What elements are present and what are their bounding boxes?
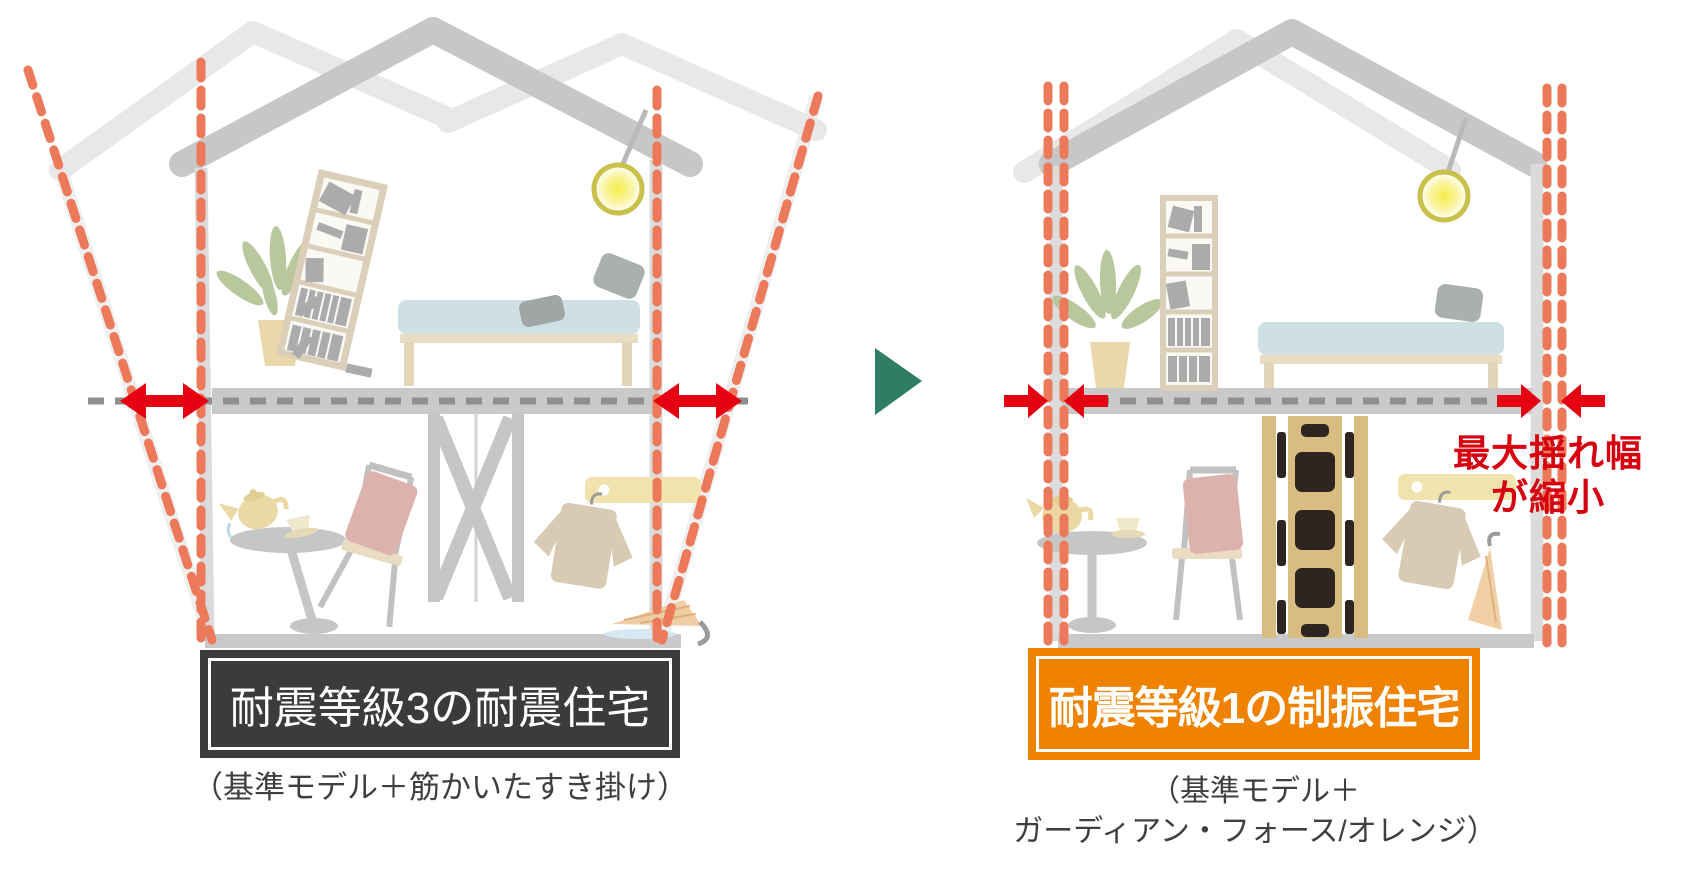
pillow <box>519 295 565 327</box>
left-table <box>230 527 346 634</box>
pillow <box>1434 283 1484 323</box>
right-house-caption-line2: ガーディアン・フォース/オレンジ） <box>1013 815 1497 848</box>
spill-drops <box>226 522 233 539</box>
right-teacup <box>1111 518 1145 538</box>
right-main-roof <box>1039 19 1547 177</box>
left-house-caption: （基準モデル＋筋かいたすき掛け） <box>192 770 688 805</box>
left-chair-tilting <box>317 461 418 628</box>
right-bed <box>1258 283 1504 388</box>
fallen-book <box>295 295 321 317</box>
max-sway-annotation-line2: が縮小 <box>1491 477 1605 518</box>
pillow <box>593 253 645 299</box>
left-ghost-roof-left <box>49 21 459 181</box>
right-house-caption-line1: （基準モデル＋ <box>1150 775 1360 808</box>
sway-width-arrow-left <box>120 383 209 419</box>
right-sway-dashes <box>1043 81 1567 653</box>
left-teacup-sliding <box>284 514 318 539</box>
fallen-book <box>345 363 373 378</box>
right-shirt-on-hanger <box>1382 490 1481 590</box>
left-ghost-roof-right <box>437 33 827 141</box>
right-bookshelf <box>1160 195 1218 391</box>
right-wall-shelf <box>1398 474 1516 500</box>
right-house-illustration <box>1004 19 1605 653</box>
left-pendant-lamp-swinging <box>591 109 649 216</box>
umbrella-handle <box>1487 531 1501 547</box>
converge-arrow-right-a <box>1497 384 1541 418</box>
umbrella-handle <box>697 620 710 647</box>
max-sway-annotation: 最大揺れ幅 が縮小 <box>1408 432 1688 520</box>
left-main-roof <box>169 17 703 177</box>
left-house-label: 耐震等級3の耐震住宅 <box>208 658 672 750</box>
left-teapot-tipping <box>218 489 289 539</box>
right-house-label: 耐震等級1の制振住宅 <box>1036 656 1472 752</box>
left-sway-dashes <box>23 57 823 653</box>
converge-arrow-left-b <box>1064 384 1108 418</box>
right-damper-device <box>1262 416 1368 638</box>
right-plant <box>1052 250 1163 388</box>
right-umbrella-leaning <box>1468 531 1502 630</box>
converge-arrow-right-b <box>1561 384 1605 418</box>
left-sway-arrows <box>120 383 742 419</box>
transition-arrow-icon <box>875 348 922 415</box>
fallen-book <box>291 333 313 359</box>
left-shirt-on-hanger-swinging <box>533 492 633 589</box>
left-cross-brace <box>428 414 524 602</box>
left-ground-band <box>205 634 681 648</box>
left-house-label-box: 耐震等級3の耐震住宅 <box>200 650 680 758</box>
left-house-illustration <box>23 17 827 653</box>
right-teapot <box>1026 492 1094 533</box>
right-house-label-box: 耐震等級1の制振住宅 <box>1028 648 1480 760</box>
right-pendant-lamp <box>1417 117 1471 223</box>
left-wall-shelf <box>585 477 701 503</box>
right-sway-arrows <box>1004 384 1605 418</box>
converge-arrow-left-a <box>1004 384 1048 418</box>
max-sway-annotation-line1: 最大揺れ幅 <box>1453 433 1643 474</box>
left-bed <box>398 253 645 386</box>
right-ground-band <box>1058 634 1534 648</box>
sway-width-arrow-right <box>653 383 742 419</box>
right-chair <box>1172 466 1244 621</box>
left-bookshelf-toppling <box>275 168 389 378</box>
right-house-caption: （基準モデル＋ ガーディアン・フォース/オレンジ） <box>950 772 1560 852</box>
